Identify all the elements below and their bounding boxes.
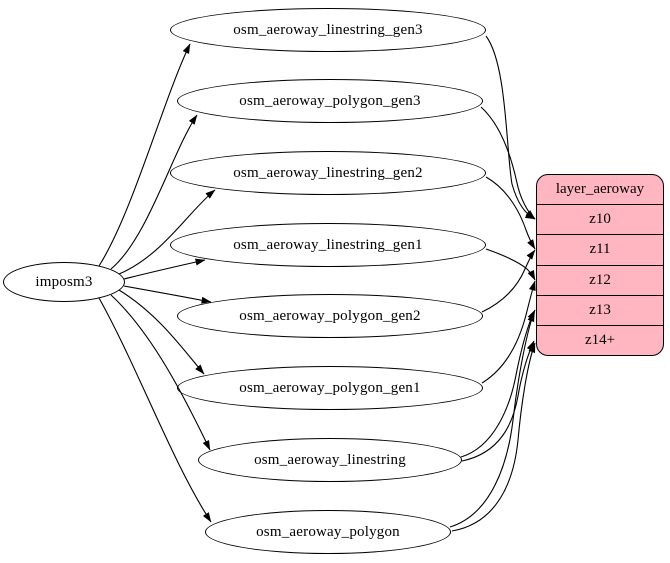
edge-polygon-gen1-to-z12 bbox=[481, 280, 536, 384]
node-osm-aeroway-linestring-gen3: osm_aeroway_linestring_gen3 bbox=[170, 8, 486, 52]
edge-linestring-gen1-to-z12 bbox=[485, 248, 536, 281]
layer-aeroway-row-z10: z10 bbox=[537, 204, 663, 234]
edge-linestring-to-z14plus bbox=[461, 340, 535, 462]
node-osm-aeroway-linestring-gen2: osm_aeroway_linestring_gen2 bbox=[170, 151, 486, 195]
edge-imposm3-to-polygon-gen1 bbox=[118, 289, 205, 375]
node-osm-aeroway-polygon-gen2: osm_aeroway_polygon_gen2 bbox=[177, 294, 483, 338]
node-osm-aeroway-polygon-gen1: osm_aeroway_polygon_gen1 bbox=[177, 366, 483, 410]
edge-polygon-to-z14plus bbox=[451, 342, 536, 532]
node-label: osm_aeroway_polygon_gen1 bbox=[239, 379, 421, 396]
edge-polygon-gen2-to-z11 bbox=[481, 249, 536, 313]
layer-aeroway-row-z13: z13 bbox=[537, 294, 663, 325]
edge-linestring-gen2-to-z11 bbox=[485, 176, 536, 250]
edge-polygon-to-z13 bbox=[449, 311, 535, 528]
node-osm-aeroway-polygon-gen3: osm_aeroway_polygon_gen3 bbox=[177, 79, 483, 123]
edge-imposm3-to-linestring-gen3 bbox=[98, 43, 191, 267]
node-label: osm_aeroway_polygon_gen2 bbox=[239, 307, 421, 324]
node-layer-aeroway: layer_aeroway z10 z11 z12 z13 z14+ bbox=[536, 174, 664, 356]
layer-aeroway-row-z14plus: z14+ bbox=[537, 324, 663, 355]
node-osm-aeroway-linestring-gen1: osm_aeroway_linestring_gen1 bbox=[170, 223, 486, 267]
node-imposm3: imposm3 bbox=[3, 262, 125, 302]
node-osm-aeroway-polygon: osm_aeroway_polygon bbox=[205, 510, 451, 554]
edge-imposm3-to-polygon-gen2 bbox=[123, 285, 212, 304]
layer-aeroway-header: layer_aeroway bbox=[555, 181, 645, 198]
node-label: osm_aeroway_linestring_gen2 bbox=[233, 164, 423, 181]
node-label: osm_aeroway_polygon bbox=[256, 523, 400, 540]
node-label: osm_aeroway_linestring_gen1 bbox=[233, 236, 423, 253]
node-label: osm_aeroway_polygon_gen3 bbox=[239, 92, 421, 109]
node-imposm3-label: imposm3 bbox=[35, 273, 93, 290]
edge-imposm3-to-linestring-gen1 bbox=[123, 258, 206, 280]
layer-aeroway-row-z12: z12 bbox=[537, 264, 663, 295]
node-label: osm_aeroway_linestring bbox=[254, 451, 406, 468]
edge-linestring-gen3-to-z10 bbox=[485, 35, 536, 220]
node-osm-aeroway-linestring: osm_aeroway_linestring bbox=[198, 438, 462, 482]
layer-aeroway-row-z11: z11 bbox=[537, 234, 663, 264]
edge-polygon-gen3-to-z10 bbox=[480, 106, 536, 220]
node-label: osm_aeroway_linestring_gen3 bbox=[233, 21, 423, 38]
edge-imposm3-to-polygon bbox=[98, 297, 212, 523]
